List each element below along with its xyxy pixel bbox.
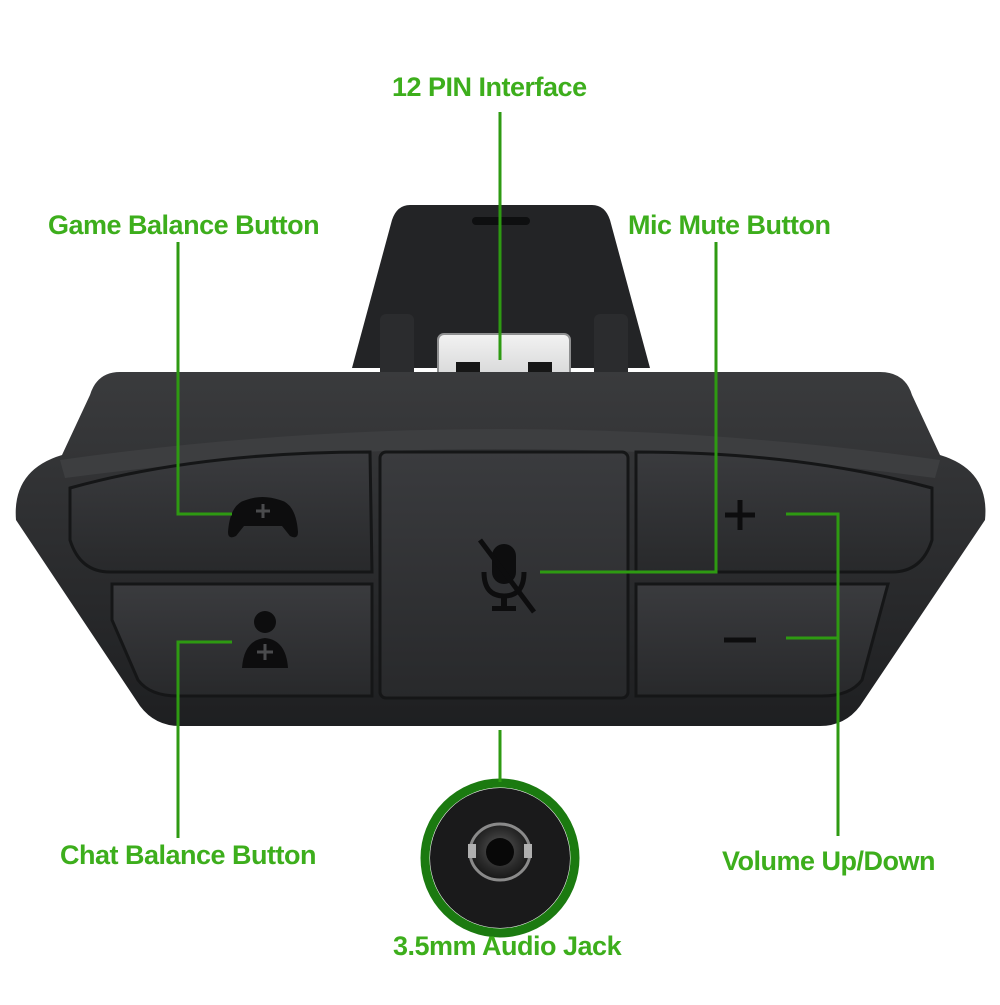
leader-vol-up <box>786 512 840 836</box>
person-plus-icon <box>242 611 288 668</box>
leader-chat <box>176 640 232 838</box>
plus-icon <box>725 500 755 530</box>
microphone-muted-icon <box>478 538 536 614</box>
game-balance-button[interactable] <box>68 450 374 574</box>
leader-game <box>176 242 232 516</box>
leader-lines <box>176 112 840 838</box>
body-rim <box>60 429 940 478</box>
audio-jack-icon <box>468 822 532 882</box>
audio-jack-label: 3.5mm Audio Jack <box>393 931 622 961</box>
mic-mute-button[interactable] <box>378 450 630 700</box>
chat-balance-button[interactable] <box>110 582 374 698</box>
leader-mic <box>540 242 718 574</box>
audio-jack-inset <box>420 778 580 938</box>
volume-label: Volume Up/Down <box>722 846 936 876</box>
volume-down-button[interactable] <box>634 582 890 698</box>
chat-balance-label: Chat Balance Button <box>60 840 317 870</box>
mic-mute-label: Mic Mute Button <box>628 210 831 240</box>
game-balance-label: Game Balance Button <box>48 210 320 240</box>
gamepad-plus-icon <box>228 497 298 538</box>
pin-interface-label: 12 PIN Interface <box>392 72 587 102</box>
